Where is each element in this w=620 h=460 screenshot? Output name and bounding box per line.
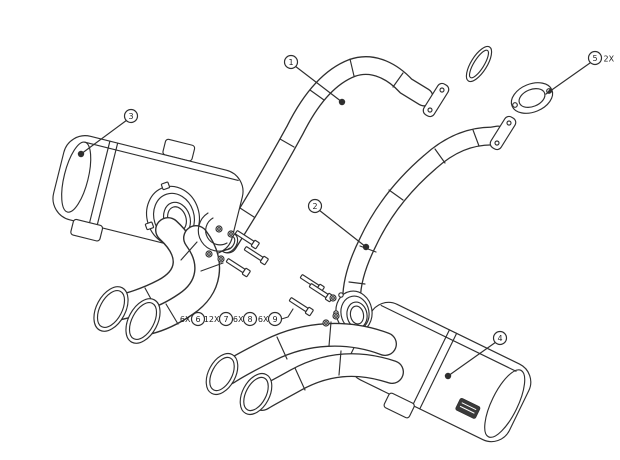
- callout-7-marker[interactable]: [218, 311, 234, 327]
- callout-3[interactable]: 3: [77, 108, 139, 158]
- callout-6[interactable]: 6X 6: [180, 311, 206, 327]
- pipe-1-fill: [219, 57, 433, 253]
- callout-2-dot: [362, 243, 370, 251]
- callout-9-qty: 6X: [258, 315, 269, 324]
- pipe-2-flange-hole: [494, 140, 500, 146]
- exhaust-tip-inner: [209, 356, 235, 392]
- callout-5-qty: 2X: [604, 55, 615, 64]
- muffler-right-strap: [412, 329, 450, 406]
- bolt: [288, 297, 314, 317]
- callout-9-leader: [280, 308, 294, 320]
- callout-2-label: 2: [312, 202, 317, 211]
- callout-6-qty: 6X: [180, 315, 191, 324]
- callout-5-marker[interactable]: [587, 50, 603, 66]
- callout-4-label: 4: [497, 334, 502, 343]
- callout-3-leader: [80, 119, 128, 155]
- clamp-flange-half: [197, 212, 231, 252]
- clamp-lug: [160, 181, 171, 191]
- pipe-1-flange-hole: [439, 87, 445, 93]
- callout-8[interactable]: 6X 8: [233, 311, 258, 327]
- callout-9-label: 9: [272, 315, 277, 324]
- muffler-left-tailpipes: [93, 217, 224, 344]
- nuts: [205, 225, 235, 263]
- callout-2-leader: [318, 209, 367, 248]
- pipe-2-flange-hole: [506, 120, 512, 126]
- muffler-left-strap: [96, 142, 119, 228]
- callout-4-marker[interactable]: [492, 330, 508, 346]
- exhaust-tip-inner: [128, 302, 158, 340]
- callout-1-label: 1: [288, 58, 293, 67]
- pipe-1: [218, 56, 450, 254]
- brand-badge: [455, 398, 481, 419]
- callout-4-dot: [444, 372, 452, 380]
- exhaust-tip-inner: [243, 376, 269, 412]
- muffler-right-seam: [380, 304, 517, 372]
- callout-5[interactable]: 5 2X: [545, 50, 615, 95]
- muffler-left-seam: [84, 141, 239, 181]
- callout-7-label: 7: [223, 315, 228, 324]
- callout-2[interactable]: 2: [307, 198, 370, 251]
- pipe-2: [342, 115, 517, 316]
- callout-5-arrowhead: [546, 88, 554, 94]
- muffler-left-body: [52, 135, 244, 255]
- callout-6-marker[interactable]: [190, 311, 206, 327]
- bolt-cluster-lower: [288, 274, 340, 327]
- callout-7-qty: 12X: [204, 315, 220, 324]
- muffler-left-bracket: [70, 218, 104, 242]
- callout-9[interactable]: 6X 9: [258, 308, 294, 327]
- pipe-1-flange-hole: [427, 107, 433, 113]
- muffler-right: [205, 290, 532, 443]
- pipe-2-fill: [343, 126, 507, 315]
- tailpipe-weld-seams: [276, 321, 342, 391]
- muffler-left: [52, 135, 244, 344]
- muffler-left-strap: [88, 140, 111, 226]
- callouts: 1 2 3 4 5 2X 6X 6: [77, 50, 615, 380]
- bolt-cluster-upper: [197, 212, 269, 278]
- callout-6-label: 6: [195, 315, 200, 324]
- callout-1[interactable]: 1: [283, 54, 346, 106]
- callout-1-dot: [338, 98, 346, 106]
- callout-3-marker[interactable]: [123, 108, 139, 124]
- muffler-right-tailpipes: [205, 321, 404, 416]
- callout-3-dot: [77, 150, 85, 158]
- pipe-1-weld-seams: [239, 58, 404, 218]
- callout-5-label: 5: [592, 54, 597, 63]
- muffler-right-bracket: [383, 392, 415, 419]
- callout-9-marker[interactable]: [267, 311, 283, 327]
- bolt: [234, 230, 260, 250]
- muffler-left-endcap: [61, 141, 92, 213]
- muffler-right-strap: [419, 332, 458, 410]
- exhaust-tip-inner: [96, 290, 126, 328]
- callout-5-leader: [545, 62, 591, 95]
- gasket-bolt-hole: [512, 102, 518, 108]
- clamp-lug: [144, 221, 155, 231]
- callout-4-leader: [447, 341, 497, 377]
- clamp-flange-half-inner: [205, 217, 228, 246]
- muffler-right-endcap: [484, 369, 526, 438]
- callout-1-marker[interactable]: [283, 54, 299, 70]
- gasket-ring: [465, 45, 493, 83]
- callout-7[interactable]: 12X 7: [204, 311, 234, 327]
- callout-1-leader: [294, 65, 343, 103]
- collar-bolt-hole: [338, 292, 344, 298]
- callout-8-marker[interactable]: [242, 311, 258, 327]
- nuts: [322, 294, 340, 327]
- bolt: [243, 246, 269, 266]
- bolt: [225, 258, 251, 278]
- callout-8-qty: 6X: [233, 315, 244, 324]
- gasket-flange: [510, 82, 554, 114]
- callout-4[interactable]: 4: [444, 330, 508, 380]
- callout-3-label: 3: [128, 112, 133, 121]
- callout-8-label: 8: [247, 315, 252, 324]
- callout-2-marker[interactable]: [307, 198, 323, 214]
